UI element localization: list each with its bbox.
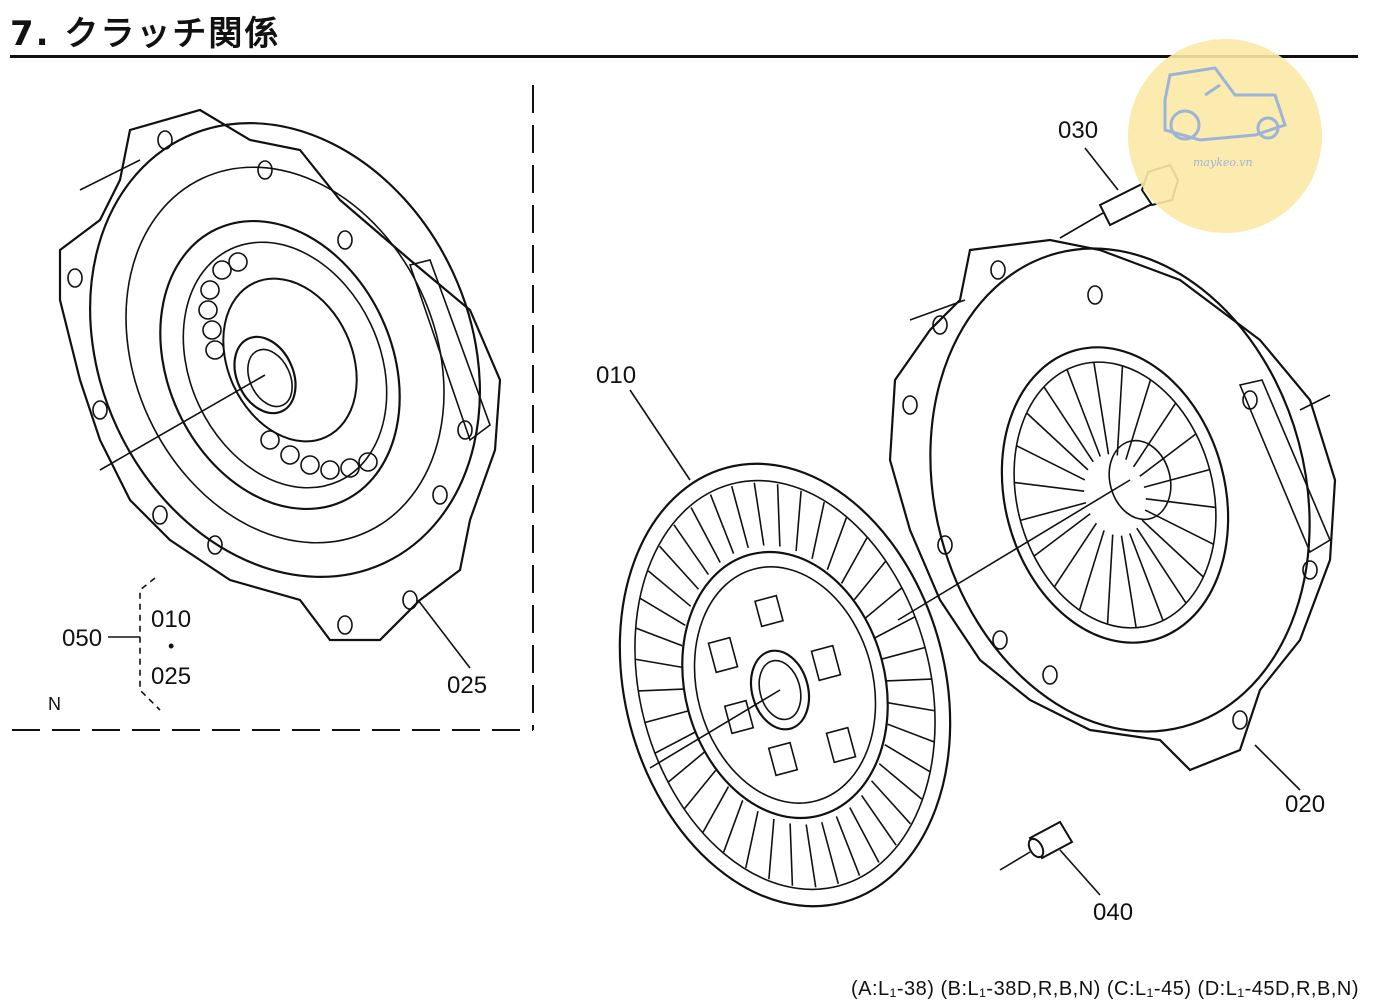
drawing-line <box>654 731 696 754</box>
title-underline <box>10 55 1358 58</box>
drawing-line <box>702 786 730 833</box>
drawing-line <box>722 800 744 853</box>
drawing-line <box>1128 533 1164 621</box>
drawing-line <box>1132 402 1177 468</box>
drawing-line <box>673 524 710 575</box>
drawing-line <box>1145 498 1216 509</box>
drawing-line <box>826 517 848 570</box>
drawing-line <box>1053 522 1098 588</box>
drawing-line <box>1078 530 1105 611</box>
drawing-line <box>1043 386 1094 463</box>
tractor-icon <box>1163 66 1287 142</box>
drawing-line <box>795 490 802 552</box>
drawing-line <box>1136 527 1187 604</box>
drawing-line <box>805 824 817 888</box>
drawing-line <box>1093 361 1110 455</box>
drawing-line <box>1143 468 1210 489</box>
drawing-line <box>884 743 931 773</box>
clutch-assembly-drawing <box>58 108 502 642</box>
drawing-line <box>888 701 935 712</box>
assembly-note-bottom: 025 <box>151 663 191 690</box>
part-label-010: 010 <box>596 362 636 389</box>
drawing-line <box>886 678 932 682</box>
watermark-text: maykeo.vn <box>1193 156 1253 169</box>
drawing-line <box>658 545 700 590</box>
drawing-line <box>753 482 765 546</box>
drawing-line <box>870 780 912 825</box>
drawing-line <box>1141 519 1204 578</box>
drawing-line <box>730 485 750 549</box>
drawing-line <box>811 501 825 559</box>
drawing-line <box>635 658 682 669</box>
drawing-line <box>1120 535 1137 629</box>
watermark-logo: maykeo.vn <box>1128 39 1322 233</box>
drawing-line <box>1026 412 1089 471</box>
drawing-line <box>864 587 903 619</box>
drawing-line <box>820 821 840 885</box>
assembly-frame <box>12 85 534 731</box>
drawing-line <box>1139 433 1197 477</box>
drawing-line <box>881 646 926 660</box>
model-applicability-note: (A:L₁-38) (B:L₁-38D,R,B,N) (C:L₁-45) (D:… <box>850 978 1359 1000</box>
drawing-line <box>1016 444 1086 481</box>
drawing-line <box>768 818 775 880</box>
pin-040-drawing <box>999 820 1101 896</box>
drawing-line <box>840 537 868 584</box>
drawing-line <box>1020 501 1087 522</box>
drawing-line <box>1106 534 1114 625</box>
drawing-line <box>878 763 923 800</box>
drawing-line <box>647 570 692 607</box>
drawing-line <box>639 597 686 627</box>
clutch-cover-drawing <box>888 238 1337 772</box>
drawing-line <box>1014 481 1085 492</box>
drawing-line <box>776 484 781 547</box>
drawing-line <box>874 616 916 639</box>
drawing-line <box>1033 513 1091 557</box>
drawing-line <box>638 688 684 692</box>
part-label-040: 040 <box>1093 899 1133 926</box>
assembly-n-label: N <box>48 694 61 714</box>
assembly-note-dot: • <box>168 636 174 656</box>
drawing-line <box>690 507 721 563</box>
drawing-line <box>849 807 880 863</box>
drawing-line <box>789 823 794 886</box>
drawing-line <box>644 710 689 724</box>
part-label-050: 050 <box>62 625 102 652</box>
drawing-line <box>1116 365 1124 456</box>
part-label-025: 025 <box>447 672 487 699</box>
drawing-line <box>1066 369 1102 457</box>
drawing-line <box>683 769 717 810</box>
drawing-line <box>1144 509 1214 546</box>
drawing-line <box>853 560 887 601</box>
drawing-line <box>709 494 735 554</box>
clutch-disc-drawing <box>618 462 1131 908</box>
drawing-line <box>667 751 706 783</box>
part-label-030: 030 <box>1058 117 1098 144</box>
drawing-line <box>887 723 935 743</box>
drawing-line <box>635 627 683 647</box>
drawing-line <box>1125 379 1152 460</box>
drawing-line <box>745 811 759 869</box>
page-title: 7. クラッチ関係 <box>10 14 281 54</box>
part-label-020: 020 <box>1285 791 1325 818</box>
assembly-note-top: 010 <box>151 606 191 633</box>
leader-lines <box>108 147 1301 791</box>
drawing-line <box>860 795 897 846</box>
drawing-line <box>835 816 861 876</box>
